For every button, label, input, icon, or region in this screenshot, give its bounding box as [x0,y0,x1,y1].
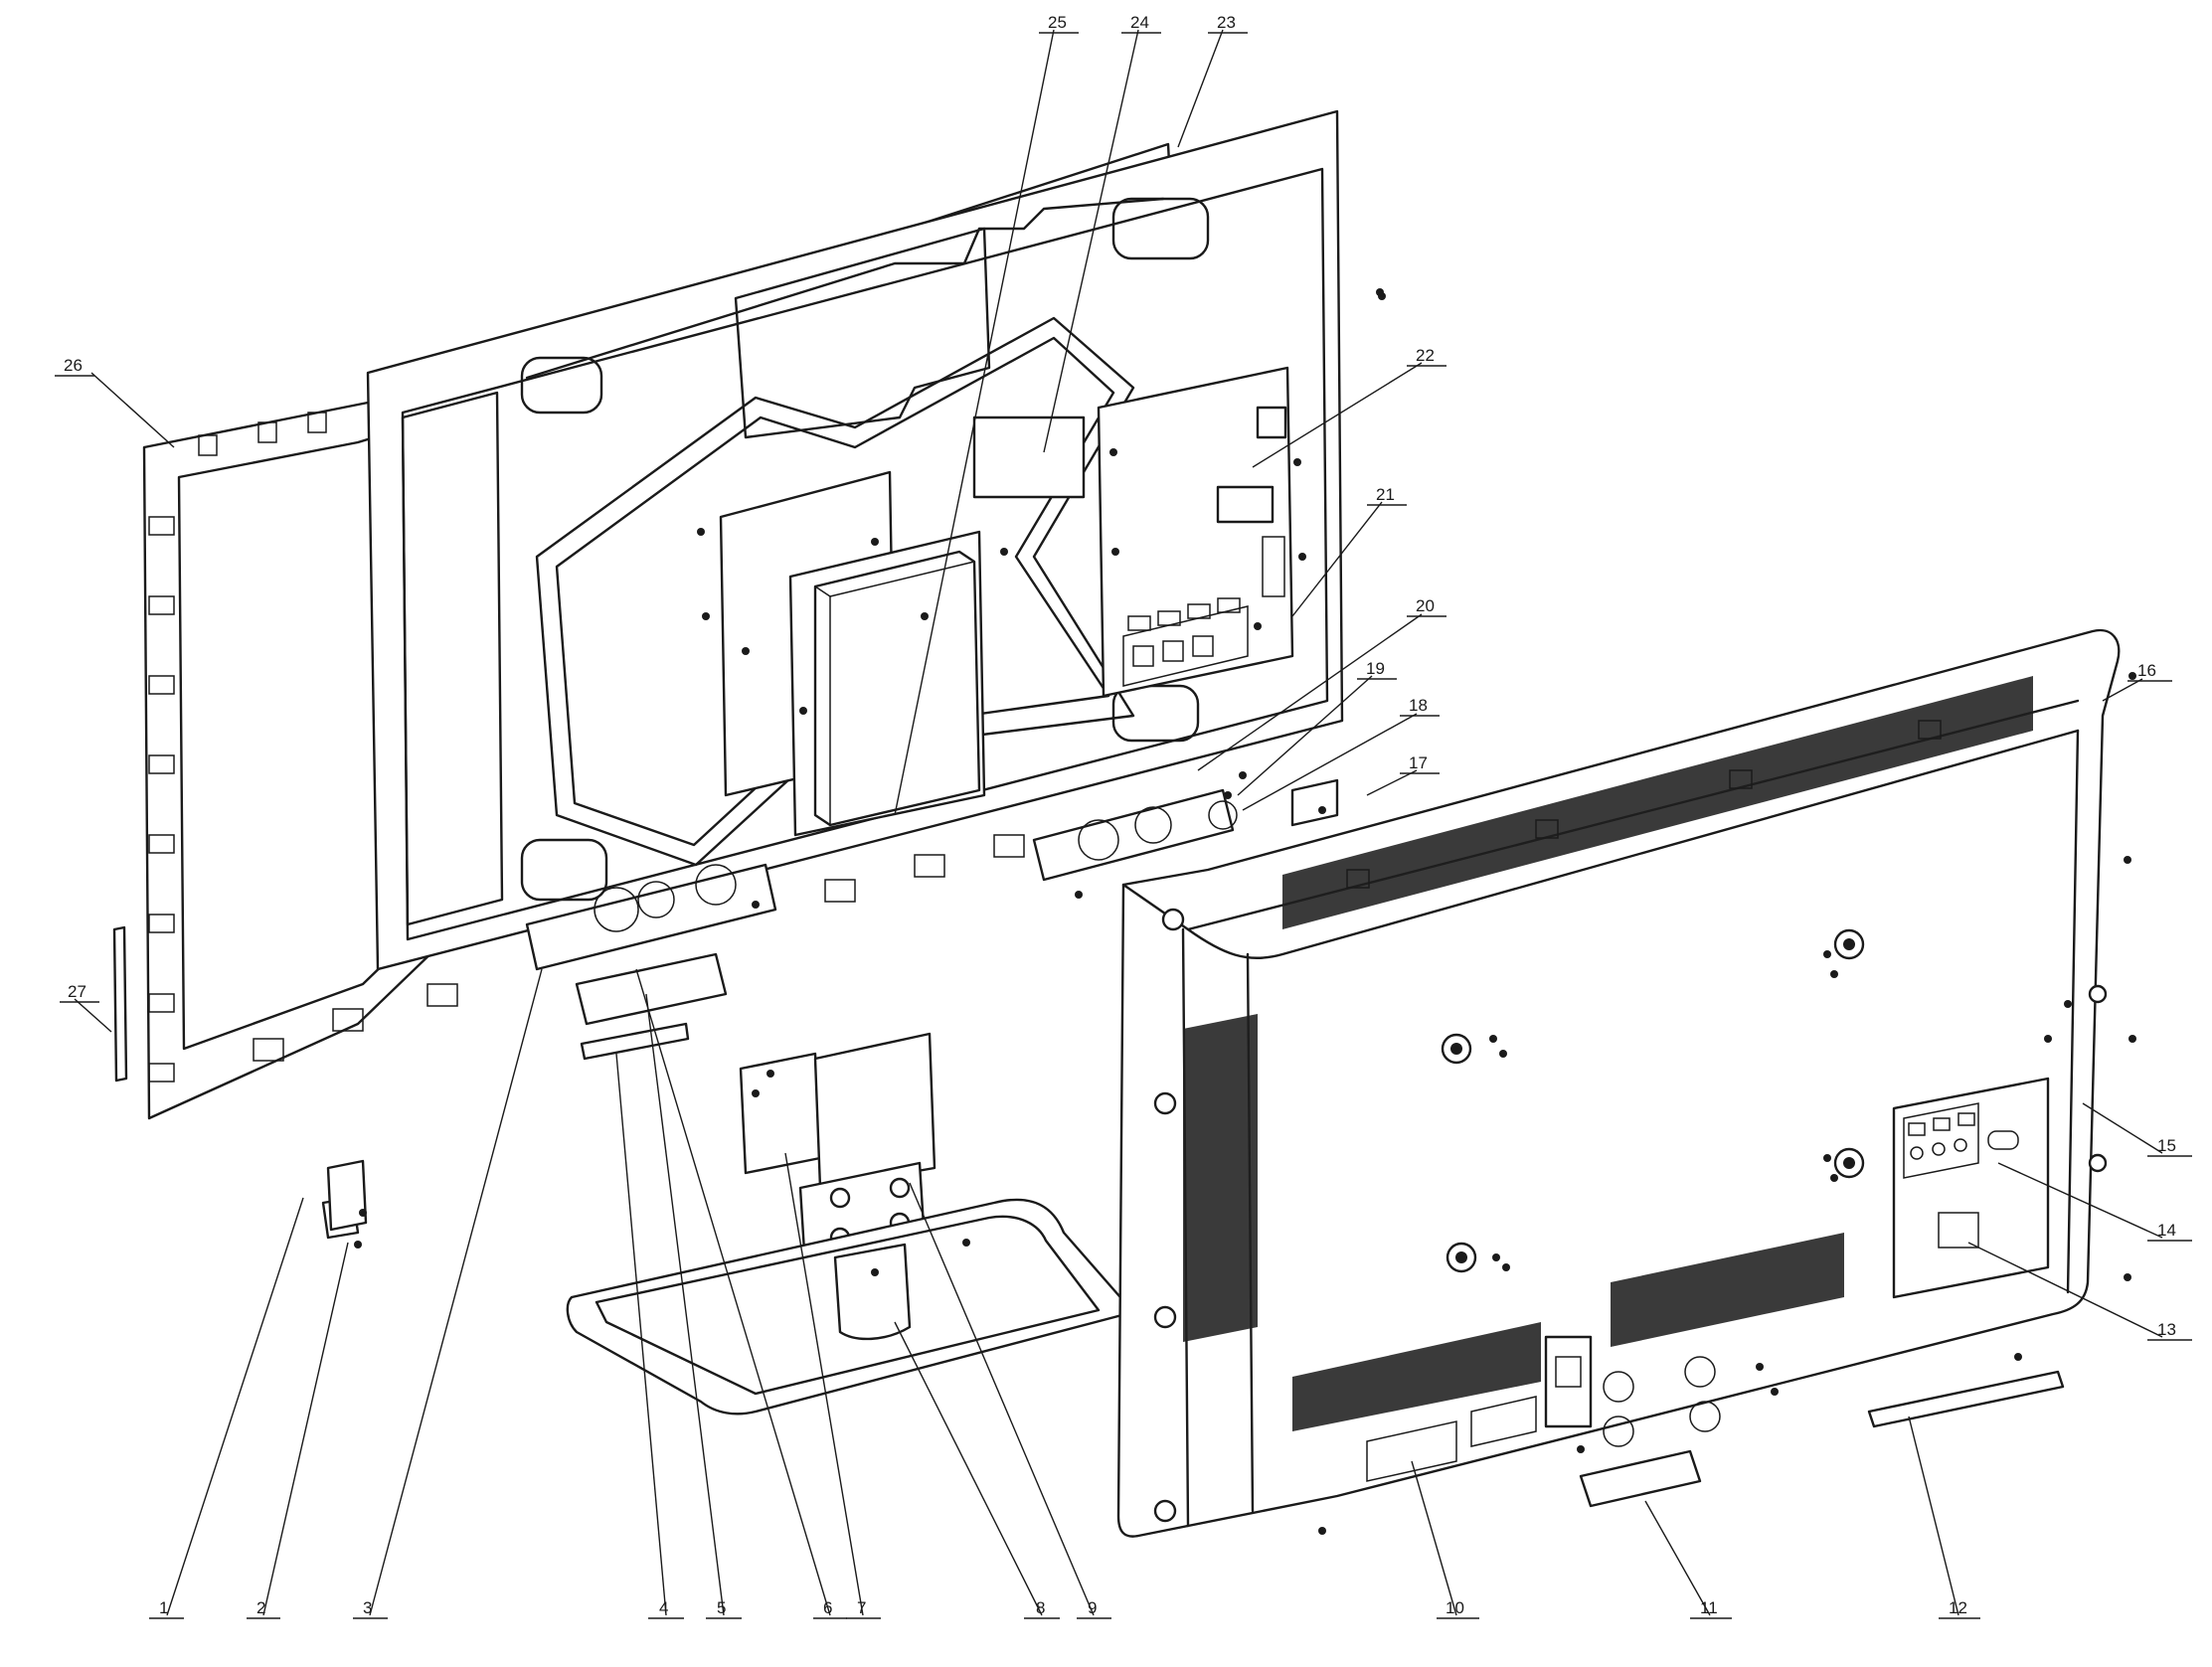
stand-base [566,1198,1135,1416]
callout-25: 25 [1048,13,1067,32]
leader-18 [1242,713,1418,811]
main-board [972,366,1294,698]
power-board-assembly [719,470,986,837]
callout-labels: 1 2 3 4 5 6 7 8 9 10 11 12 13 14 15 16 1… [55,13,2192,1619]
callout-6: 6 [823,1598,832,1617]
leader-17 [1366,769,1418,796]
callout-9: 9 [1088,1598,1097,1617]
callout-20: 20 [1416,596,1435,615]
leader-14 [1997,1162,2163,1239]
callout-7: 7 [857,1598,866,1617]
screws [354,288,2136,1535]
leader-4 [615,1053,667,1616]
callout-17: 17 [1409,753,1428,772]
bottom-bracket-speakers [525,788,1238,1061]
callout-leaders [74,29,2163,1616]
callout-19: 19 [1366,659,1385,678]
leader-1 [166,1197,304,1616]
leader-19 [1237,675,1373,796]
callout-11: 11 [1700,1598,1718,1617]
callout-14: 14 [2157,1221,2176,1240]
callout-13: 13 [2157,1320,2176,1339]
leader-15 [2082,1102,2163,1154]
leader-11 [1644,1500,1711,1616]
leader-20 [1197,613,1423,771]
leader-22 [1252,362,1423,468]
callout-12: 12 [1949,1598,1967,1617]
leader-2 [262,1242,349,1616]
callout-26: 26 [64,356,83,375]
leader-3 [369,968,543,1616]
back-cover [1116,628,2121,1538]
callout-18: 18 [1409,696,1428,715]
leader-25 [894,29,1055,816]
callout-3: 3 [363,1598,372,1617]
callout-5: 5 [717,1598,726,1617]
leader-26 [90,372,175,448]
leader-7 [784,1152,864,1616]
leader-8 [894,1321,1043,1616]
leader-9 [909,1182,1095,1616]
callout-27: 27 [68,982,86,1001]
callout-1: 1 [159,1598,168,1617]
leader-16 [2102,678,2143,702]
leader-13 [1967,1242,2163,1338]
callout-10: 10 [1446,1598,1464,1617]
callout-21: 21 [1376,485,1395,504]
callout-24: 24 [1130,13,1149,32]
leader-12 [1908,1416,1959,1616]
leader-5 [645,993,725,1616]
callout-4: 4 [659,1598,668,1617]
callout-15: 15 [2157,1136,2176,1155]
callout-23: 23 [1217,13,1236,32]
leader-23 [1177,29,1224,148]
leader-10 [1411,1460,1457,1616]
leader-6 [635,968,831,1616]
small-parts [112,778,2065,1508]
callout-22: 22 [1416,346,1435,365]
leader-27 [74,998,112,1033]
callout-2: 2 [256,1598,265,1617]
callout-8: 8 [1036,1598,1045,1617]
leader-21 [1291,501,1383,617]
callout-16: 16 [2137,661,2156,680]
leader-24 [1043,29,1139,453]
